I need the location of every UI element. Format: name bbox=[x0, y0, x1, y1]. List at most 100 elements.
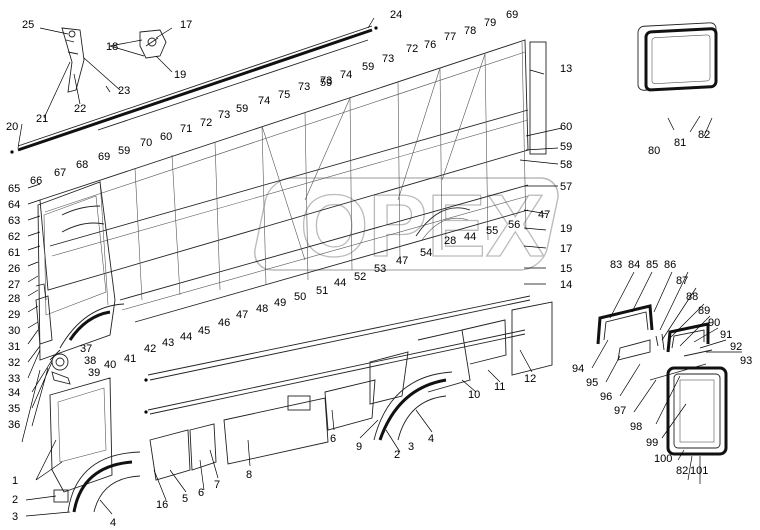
cab-frame bbox=[37, 181, 116, 361]
callout-78: 78 bbox=[464, 25, 476, 37]
callout-23: 23 bbox=[118, 85, 130, 97]
callout-42: 42 bbox=[144, 343, 156, 355]
callout-91: 91 bbox=[720, 329, 732, 341]
callout-95: 95 bbox=[586, 377, 598, 389]
side-rails bbox=[144, 295, 531, 415]
callout-3: 3 bbox=[12, 511, 18, 523]
callout-44: 44 bbox=[180, 331, 192, 343]
callout-9: 9 bbox=[356, 441, 362, 453]
callout-59e: 59 bbox=[362, 61, 374, 73]
end-bolt bbox=[10, 150, 14, 154]
front-cab bbox=[35, 181, 116, 361]
callout-19: 19 bbox=[174, 69, 186, 81]
callout-59c: 59 bbox=[236, 103, 248, 115]
callout-24: 24 bbox=[390, 9, 402, 21]
callout-71: 71 bbox=[180, 123, 192, 135]
callout-65: 65 bbox=[8, 183, 20, 195]
callout-6b: 6 bbox=[330, 433, 336, 445]
callout-51: 51 bbox=[316, 285, 328, 297]
callout-10: 10 bbox=[468, 389, 480, 401]
callout-87: 87 bbox=[676, 275, 688, 287]
frame-83 bbox=[596, 304, 654, 345]
callout-45: 45 bbox=[198, 325, 210, 337]
callout-76: 76 bbox=[424, 39, 436, 51]
callout-86: 86 bbox=[664, 259, 676, 271]
window-glass-80 bbox=[651, 34, 711, 84]
callout-72: 72 bbox=[200, 117, 212, 129]
callout-20: 20 bbox=[6, 121, 18, 133]
callout-18: 18 bbox=[106, 41, 118, 53]
callout-27: 27 bbox=[8, 279, 20, 291]
callout-11: 11 bbox=[494, 381, 505, 393]
callout-100: 100 bbox=[654, 453, 672, 465]
callout-labels: 1 2 3 4 5 6 7 8 6 9 2 3 4 10 11 12 13 14… bbox=[6, 9, 752, 529]
callout-38: 38 bbox=[84, 355, 96, 367]
callout-96: 96 bbox=[600, 391, 612, 403]
callout-80: 80 bbox=[648, 145, 660, 157]
callout-47b: 47 bbox=[396, 255, 408, 267]
callout-60b: 60 bbox=[160, 131, 172, 143]
callout-59d: 59 bbox=[320, 77, 332, 89]
callout-29: 29 bbox=[8, 309, 20, 321]
callout-52: 52 bbox=[354, 271, 366, 283]
callout-82: 82 bbox=[698, 129, 710, 141]
callout-101: 101 bbox=[690, 465, 708, 477]
callout-81: 81 bbox=[674, 137, 686, 149]
callout-59b: 59 bbox=[118, 145, 130, 157]
callout-64: 64 bbox=[8, 199, 20, 211]
callout-74b: 74 bbox=[340, 69, 352, 81]
callout-40: 40 bbox=[104, 359, 116, 371]
callout-6: 6 bbox=[198, 487, 204, 499]
roof-strips bbox=[10, 25, 378, 154]
window-80-82 bbox=[637, 22, 718, 92]
callout-68: 68 bbox=[76, 159, 88, 171]
callout-12: 12 bbox=[524, 373, 536, 385]
callout-74: 74 bbox=[258, 95, 270, 107]
frame-lower-rail bbox=[119, 184, 529, 301]
panel-10 bbox=[417, 329, 471, 393]
roof-strip-long bbox=[17, 28, 373, 152]
callout-67: 67 bbox=[54, 167, 66, 179]
callout-72b: 72 bbox=[406, 43, 418, 55]
callout-82b: 82 bbox=[676, 465, 688, 477]
front-wheel-arch-frame bbox=[49, 303, 125, 361]
callout-8: 8 bbox=[246, 469, 252, 481]
callout-70: 70 bbox=[140, 137, 152, 149]
callout-16: 16 bbox=[156, 499, 168, 511]
rub-rail-upper bbox=[147, 295, 531, 376]
callout-22: 22 bbox=[74, 103, 86, 115]
callout-1: 1 bbox=[12, 475, 18, 487]
callout-41: 41 bbox=[124, 353, 136, 365]
rub-rail-lower bbox=[147, 329, 526, 411]
callout-47: 47 bbox=[236, 309, 248, 321]
callout-32: 32 bbox=[8, 357, 20, 369]
callout-61: 61 bbox=[8, 247, 20, 259]
panel-11 bbox=[461, 319, 507, 365]
lower-side-panels bbox=[149, 301, 553, 481]
callout-63: 63 bbox=[8, 215, 20, 227]
frame-beltline bbox=[49, 109, 529, 247]
callout-44c: 44 bbox=[464, 231, 476, 243]
callout-30: 30 bbox=[8, 325, 20, 337]
callout-56: 56 bbox=[508, 219, 520, 231]
callout-26: 26 bbox=[8, 263, 20, 275]
wheel-arches-lower bbox=[67, 371, 453, 513]
callout-28b: 28 bbox=[444, 235, 456, 247]
callout-62: 62 bbox=[8, 231, 20, 243]
callout-14: 14 bbox=[560, 279, 572, 291]
callout-75: 75 bbox=[278, 89, 290, 101]
callout-19b: 19 bbox=[560, 223, 572, 235]
watermark-frame bbox=[254, 177, 559, 271]
strip-97 bbox=[649, 363, 707, 381]
upper-frame-skeleton bbox=[39, 39, 547, 323]
callout-97: 97 bbox=[614, 405, 626, 417]
glass-96 bbox=[617, 339, 651, 361]
callout-73c: 73 bbox=[320, 75, 332, 87]
callout-33: 33 bbox=[8, 373, 20, 385]
callout-49: 49 bbox=[274, 297, 286, 309]
callout-99: 99 bbox=[646, 437, 658, 449]
callout-83: 83 bbox=[610, 259, 622, 271]
callout-55: 55 bbox=[486, 225, 498, 237]
small-parts-cluster bbox=[51, 353, 71, 385]
